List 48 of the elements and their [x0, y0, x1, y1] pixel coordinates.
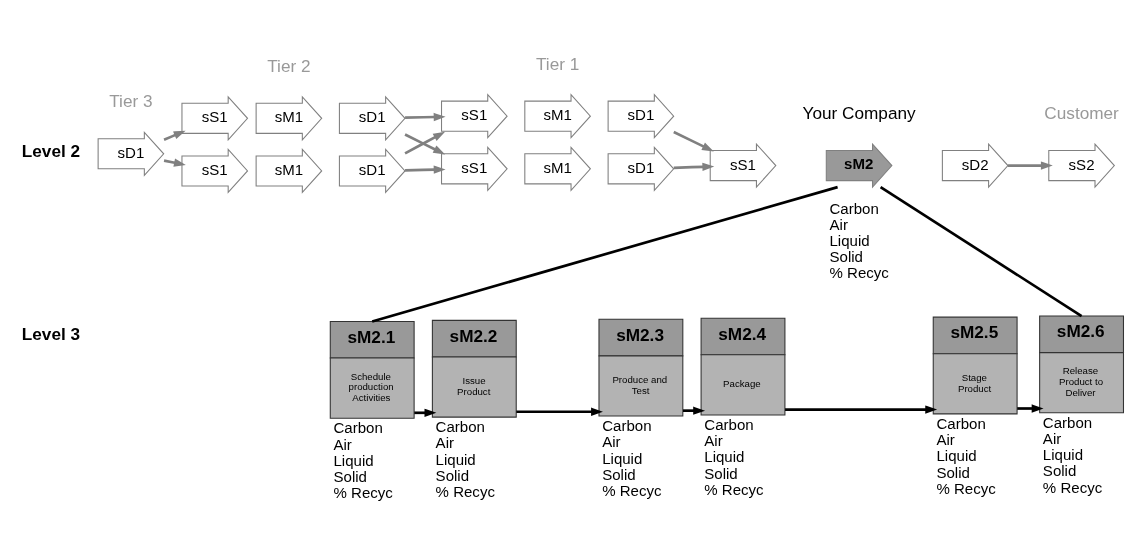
node-label: Liquid: [829, 231, 870, 249]
arrow: [785, 404, 938, 414]
node-label: Liquid: [1042, 445, 1083, 463]
label: Level 2: [21, 140, 81, 161]
node-label: Air: [704, 431, 723, 449]
arrow: [405, 112, 446, 121]
arrow: [673, 130, 714, 151]
node-label: Carbon: [704, 415, 754, 433]
arrow: [673, 162, 715, 171]
node-label: Air: [435, 433, 454, 451]
node-label: Carbon: [1042, 413, 1093, 431]
arrow: [516, 407, 603, 416]
label: Customer: [1044, 102, 1119, 123]
arrow: [1017, 403, 1044, 413]
arrow: [683, 406, 706, 415]
node-label: % Recyc: [704, 480, 764, 498]
node-label: Carbon: [602, 416, 652, 434]
node-label: % Recyc: [1042, 478, 1103, 496]
node-label: % Recyc: [333, 483, 393, 501]
node-label: Air: [1042, 429, 1062, 447]
node-label: Liquid: [435, 450, 476, 468]
node-label: Liquid: [936, 446, 977, 464]
label: Tier 2: [267, 55, 311, 76]
node-label: Carbon: [435, 417, 485, 435]
node-label: Air: [333, 435, 352, 453]
node-label: Solid: [936, 463, 970, 481]
label: Tier 3: [109, 90, 153, 111]
label: Level 3: [21, 323, 81, 343]
node-label: % Recyc: [435, 482, 495, 500]
arrow: [163, 130, 186, 141]
node-label: % Recyc: [829, 263, 889, 281]
arrow: [405, 165, 446, 174]
node-label: Carbon: [936, 414, 986, 432]
label: Your Company: [802, 102, 916, 123]
node-label: Air: [936, 430, 955, 448]
arrow: [1007, 160, 1053, 170]
node-label: Liquid: [602, 449, 643, 467]
node-label: Air: [829, 215, 848, 233]
label: Tier 1: [535, 53, 580, 74]
node-label: % Recyc: [936, 479, 996, 497]
node-label: Carbon: [333, 418, 383, 436]
node-label: Solid: [704, 464, 738, 482]
node-label: % Recyc: [602, 481, 662, 499]
node-label: Liquid: [704, 447, 745, 465]
node-label: Liquid: [333, 451, 374, 469]
node-label: Carbon: [829, 199, 879, 217]
node-label: Air: [602, 432, 621, 450]
arrow: [414, 408, 437, 417]
